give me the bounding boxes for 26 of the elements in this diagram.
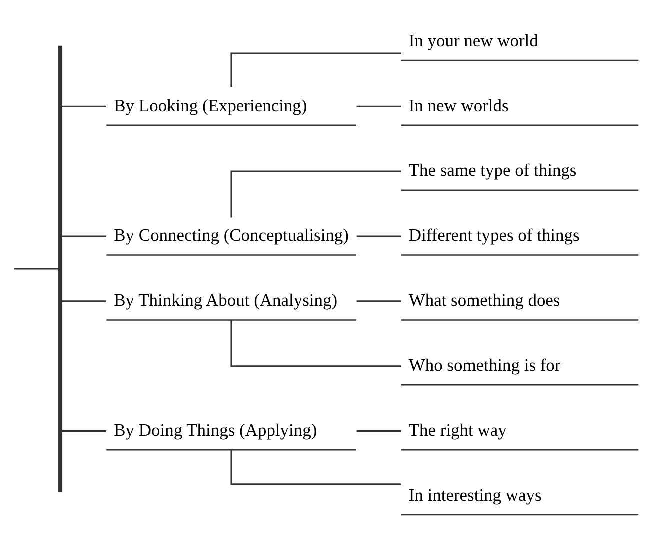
connector [356, 300, 402, 302]
node-text: By Doing Things (Applying) [114, 419, 318, 440]
connector [62, 105, 107, 107]
node-bar [58, 45, 63, 492]
connector [62, 430, 107, 432]
node-text: The same type of things [408, 160, 577, 180]
connector [356, 430, 402, 432]
connector [230, 450, 402, 485]
node-text: The right way [408, 419, 507, 440]
connector [356, 105, 402, 107]
connector [356, 235, 402, 237]
connector [14, 268, 59, 270]
node-text: By Looking (Experiencing) [114, 94, 308, 115]
node-text: Different types of things [408, 224, 580, 245]
connector [230, 52, 402, 87]
node-text: By Connecting (Conceptualising) [114, 224, 349, 245]
node-text: In interesting ways [408, 484, 542, 504]
node-text: In your new world [408, 30, 538, 50]
node-text: What something does [408, 290, 560, 310]
connector [62, 235, 107, 237]
node-text: In new worlds [408, 94, 509, 115]
node-text: Who something is for [408, 354, 561, 375]
connector [230, 170, 402, 218]
connector [62, 300, 107, 302]
node-text: By Thinking About (Analysing) [114, 290, 338, 310]
connector [230, 320, 402, 367]
